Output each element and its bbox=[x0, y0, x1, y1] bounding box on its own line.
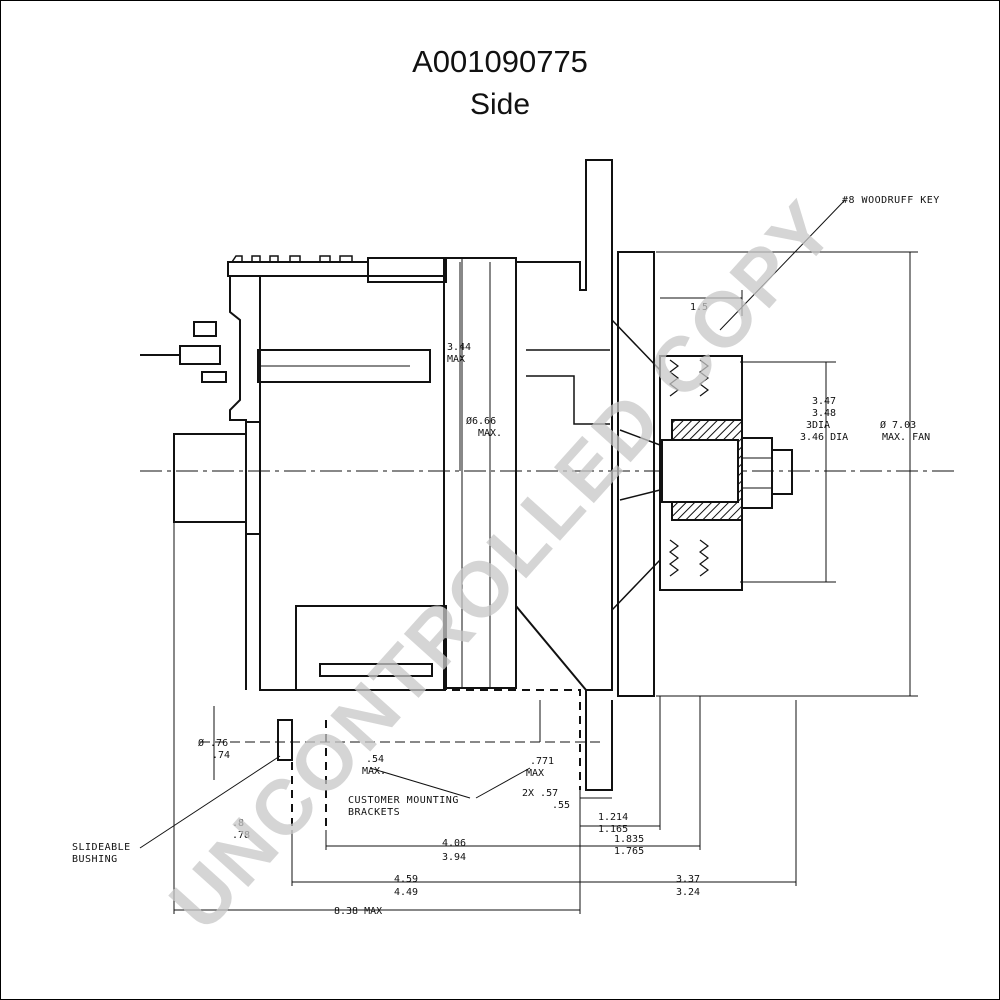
dim-0-771: .771 bbox=[530, 756, 554, 767]
dim-0-76: Ø .76 bbox=[198, 737, 228, 749]
dimension-lines bbox=[139, 199, 918, 914]
uncontrolled-copy-watermark: UNCONTROLLED COPY bbox=[152, 183, 852, 946]
dim-4-06: 4.06 bbox=[442, 838, 466, 849]
terminal-stud bbox=[179, 345, 221, 365]
dim-0-78: .78 bbox=[232, 830, 250, 841]
customer-brackets-label: CUSTOMER MOUNTING bbox=[348, 795, 459, 806]
dim-7-03: Ø 7.03 bbox=[880, 419, 916, 431]
dim-3-37: 3.37 bbox=[676, 874, 700, 885]
mount-arm bbox=[260, 605, 447, 691]
rear-boss-collar bbox=[245, 421, 261, 535]
dim-0-54: .54 bbox=[366, 754, 384, 765]
dim-1-5: 1.5 bbox=[690, 302, 708, 313]
shaft bbox=[661, 439, 739, 503]
dim-1-165: 1.165 bbox=[598, 824, 628, 835]
dim-3-94: 3.94 bbox=[442, 852, 466, 863]
dim-6-66-max: MAX. bbox=[478, 428, 502, 439]
front-housing bbox=[515, 262, 587, 691]
dim-1-214: 1.214 bbox=[598, 812, 628, 823]
dim-3-24: 3.24 bbox=[676, 887, 700, 898]
terminal-strip bbox=[227, 261, 369, 277]
dim-0-54-max: MAX. bbox=[362, 766, 386, 777]
fan bbox=[617, 251, 655, 697]
dim-4-49: 4.49 bbox=[394, 887, 418, 898]
bushing-label: SLIDEABLE bbox=[72, 842, 131, 853]
shaft-end bbox=[771, 449, 793, 495]
rear-cover-edge bbox=[229, 276, 247, 690]
dim-3-44-max: MAX bbox=[447, 354, 465, 365]
dim-6-66: Ø6.66 bbox=[466, 415, 496, 427]
bushing-label-2: BUSHING bbox=[72, 854, 118, 865]
pulley-nut bbox=[741, 437, 773, 509]
front-flange bbox=[516, 159, 613, 791]
terminal-nut-lower bbox=[201, 371, 227, 383]
dim-3-47: 3.47 bbox=[812, 396, 836, 407]
dim-3-48: 3.48 bbox=[812, 408, 836, 419]
customer-brackets-label-2: BRACKETS bbox=[348, 807, 400, 818]
dim-4-59: 4.59 bbox=[394, 874, 418, 885]
dim-0-74: .74 bbox=[212, 750, 230, 761]
dim-3dia: 3DIA bbox=[806, 420, 830, 431]
alternator-outline bbox=[140, 159, 958, 830]
woodruff-key-label: #8 WOODRUFF KEY bbox=[842, 195, 940, 206]
terminal-nut bbox=[193, 321, 217, 337]
drawing-title: A001090775 bbox=[412, 44, 588, 79]
mount-bar bbox=[319, 663, 433, 677]
dim-0-55: .55 bbox=[552, 800, 570, 811]
dim-3-44: 3.44 bbox=[447, 342, 471, 353]
dim-1-835: 1.835 bbox=[614, 834, 644, 845]
dim-0-771-max: MAX bbox=[526, 768, 544, 779]
bracket-dashed-outline bbox=[326, 689, 581, 790]
dim-3-46-dia: 3.46 DIA bbox=[800, 432, 848, 443]
rear-mount-boss bbox=[173, 433, 247, 523]
dim-8-38-max: 8.38 MAX bbox=[334, 906, 382, 917]
dim-2x-0-57: 2X .57 bbox=[522, 788, 558, 799]
drawing-subtitle: Side bbox=[469, 88, 531, 121]
dimension-labels: #8 WOODRUFF KEY 1.5 3.44 MAX Ø6.66 MAX. … bbox=[72, 195, 940, 917]
dim-1-765: 1.765 bbox=[614, 846, 644, 857]
slideable-bushing bbox=[277, 719, 293, 761]
cover-tab bbox=[367, 257, 447, 283]
dim-7-03-max: MAX. FAN bbox=[882, 432, 930, 443]
dim-0-8: .8 bbox=[232, 818, 244, 829]
